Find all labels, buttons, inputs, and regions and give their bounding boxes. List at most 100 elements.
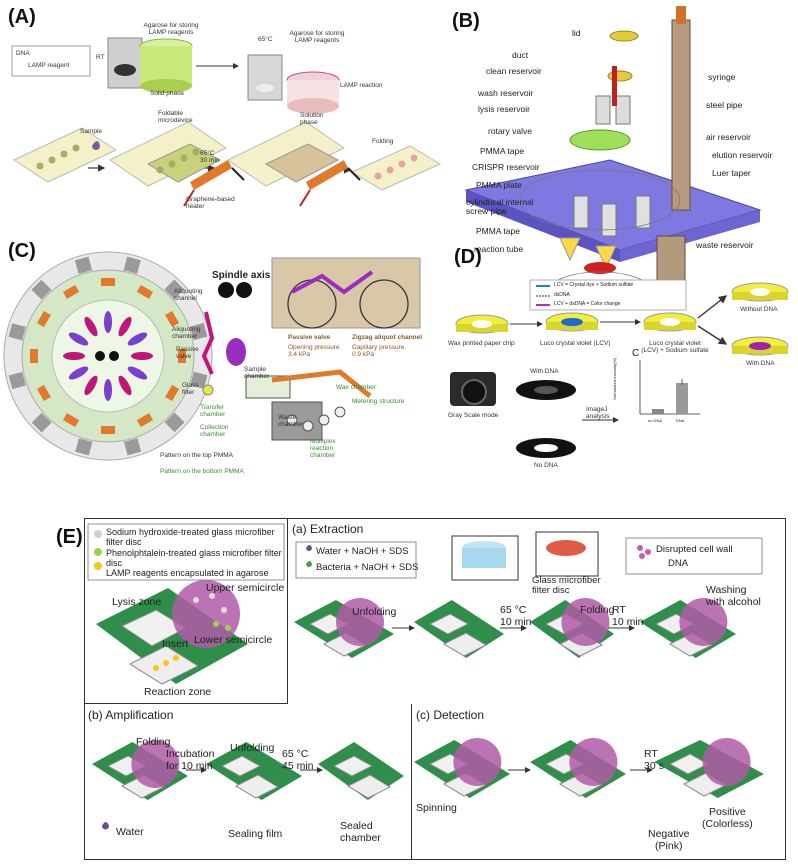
- water-label: Water: [116, 826, 144, 838]
- petal-chamber: [118, 375, 132, 396]
- agarose-label-1: Agarose for storing LAMP reagents: [143, 22, 199, 36]
- lysis-pad: [428, 613, 470, 635]
- foldable-label: Foldable microdevice: [158, 110, 193, 124]
- amp-temp-label: 65 °C 45 min: [282, 748, 314, 772]
- lysis-pad: [332, 755, 374, 777]
- without-dna-label: Without DNA: [740, 306, 778, 313]
- waste-pad: [31, 412, 52, 433]
- lcv-label: Luco crystal violet (LCV): [540, 340, 611, 347]
- folding-label-2: Folding: [136, 736, 171, 748]
- rotating-disc: [453, 738, 502, 786]
- detection-title: (c) Detection: [416, 708, 485, 722]
- no-dna-label: No DNA: [534, 462, 558, 469]
- negative-label: Negative (Pink): [648, 828, 690, 852]
- spinning-label: Spinning: [416, 802, 457, 814]
- positive-label: Positive (Colorless): [702, 806, 753, 830]
- rotating-disc: [561, 598, 610, 646]
- petal-chamber: [127, 332, 148, 346]
- rt-30-label: RT 30 s: [644, 748, 664, 772]
- amplification-title: (b) Amplification: [88, 708, 174, 722]
- temp-label-1: 65°C: [258, 36, 273, 43]
- petal-chamber: [118, 316, 132, 337]
- multiplex-label: Multiplex reaction chamber: [310, 438, 336, 459]
- b-label-waste-reservoir: waste reservoir: [696, 240, 754, 250]
- lamp-reaction-label: LAMP reaction: [340, 82, 383, 89]
- imagej-label: ImageJ analysis: [586, 406, 610, 420]
- incubation-label: Incubation for 10 min: [166, 748, 215, 772]
- petal-chamber: [131, 352, 153, 360]
- rotating-disc: [679, 598, 728, 646]
- b-label-clean-reservoir: clean reservoir: [486, 66, 542, 76]
- reaction-pad: [442, 632, 488, 657]
- b-label-lid: lid: [572, 28, 581, 38]
- d-legend-dsdna: dsDNA: [554, 292, 570, 298]
- collection-chamber-label: Collection chamber: [200, 424, 229, 438]
- waste-chamber-label: Waste chamber: [278, 414, 304, 428]
- e-legend-naoh: Sodium hydroxide-treated glass microfibe…: [106, 527, 275, 547]
- heater-label: Graphene-based heater: [186, 196, 235, 210]
- solution-phase-label: Solution phase: [300, 112, 324, 126]
- panel-d-label: (D): [454, 246, 482, 268]
- bar-dna: [676, 383, 688, 414]
- chart-ylabel: Normalized intensity(%): [612, 357, 617, 400]
- e-legend-lamp: LAMP reagents encapsulated in agarose: [106, 568, 269, 578]
- rotating-disc: [569, 738, 618, 786]
- b-label-duct: duct: [512, 50, 529, 60]
- heat-condition-label: 65°C 30 min: [200, 150, 220, 164]
- lysis-zone-label: Lysis zone: [112, 596, 162, 608]
- panel-e-frame: [84, 518, 786, 860]
- zz-value: Capillary pressure 0.9 kPa: [352, 344, 405, 358]
- d-legend-lcv: LCV = Crystal dye + Sodium sulfate: [554, 282, 634, 288]
- petal-chamber: [104, 311, 112, 333]
- b-label-wash-reservoir: wash reservoir: [478, 88, 534, 98]
- bar-no-dna: [652, 409, 664, 414]
- panel-a-label: (A): [8, 6, 36, 28]
- b-label-steel-pipe: steel pipe: [706, 100, 743, 110]
- orange-channel: [30, 349, 38, 363]
- agarose-label-2: Agarose for storing LAMP reagents: [289, 30, 345, 44]
- legend-dna: DNA: [16, 50, 30, 57]
- d-legend-change: LCV + dsDNA = Color change: [554, 301, 621, 307]
- e-legend-phenol: Phenolphtalein-treated glass microfiber …: [106, 548, 282, 568]
- petal-chamber: [104, 379, 112, 401]
- petal-chamber: [63, 352, 85, 360]
- rotating-disc: [702, 738, 751, 786]
- b-label-luer-taper: Luer taper: [712, 168, 751, 178]
- metering-label: Metering structure: [352, 398, 405, 405]
- lcv-sulfate-label: Luco crystal violet (LCV) + Sodium sulfa…: [641, 340, 709, 354]
- b-label-pmma-tape-2: PMMA tape: [476, 226, 520, 236]
- waste-pad: [190, 322, 208, 341]
- folding-label-1: Folding: [580, 604, 615, 616]
- with-dna-right-label: With DNA: [746, 360, 775, 367]
- with-dna-label: With DNA: [530, 368, 559, 375]
- sample-label: Sample: [80, 128, 103, 135]
- water-mix-label: Water + NaOH + SDS: [316, 546, 409, 557]
- orange-channel: [165, 384, 180, 402]
- waste-pad: [8, 371, 26, 390]
- waste-pad: [190, 371, 208, 389]
- wax-chip-label: Wax printed paper chip: [448, 340, 515, 347]
- aliquoting-chamber-label: Aliquoting chamber: [172, 326, 201, 340]
- petal-chamber: [127, 366, 148, 380]
- b-label-reaction-tube: reaction tube: [474, 244, 524, 254]
- aliquoting-channel-label: Aliquoting channel: [174, 288, 203, 302]
- rotating-disc: [336, 598, 384, 646]
- chart-sub-label: C: [632, 348, 640, 359]
- dna-label: DNA: [668, 558, 689, 569]
- gray-scale-label: Gray Scale mode: [448, 412, 499, 419]
- bacteria-mix-label: Bacteria + NaOH + SDS: [316, 562, 419, 573]
- orange-channel: [178, 349, 186, 363]
- orange-channel: [165, 310, 180, 328]
- insert-label: Insert: [162, 638, 189, 650]
- extraction-title: (a) Extraction: [292, 522, 364, 536]
- unfolding-label-1: Unfolding: [352, 606, 397, 618]
- sealed-chamber-label: Sealed chamber: [340, 820, 381, 844]
- glass-disc-label: Glass microfiber filter disc: [532, 575, 601, 596]
- rt-label: RT: [96, 54, 105, 61]
- orange-channel: [62, 413, 80, 428]
- spindle-axis-label: Spindle axis: [212, 270, 271, 281]
- petal-chamber: [68, 366, 89, 380]
- waste-pad: [164, 279, 185, 300]
- top-pmma-label: Pattern on the top PMMA: [160, 452, 233, 459]
- rotating-disc: [131, 740, 180, 788]
